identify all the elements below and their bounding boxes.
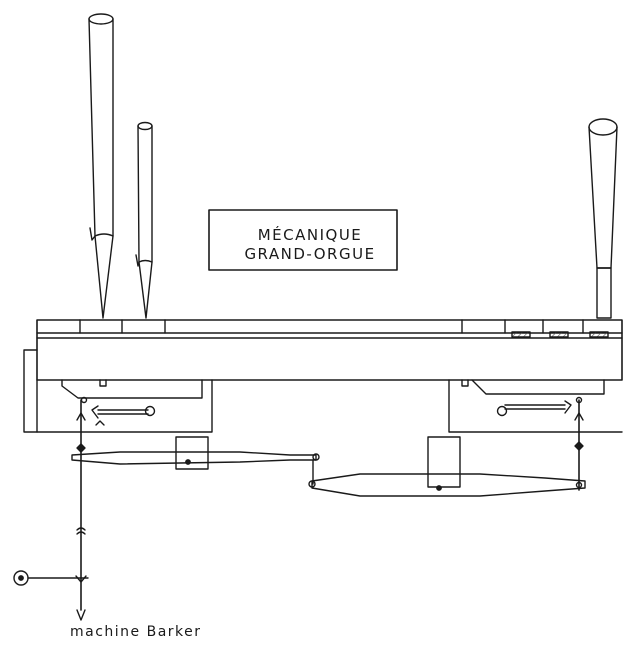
title-line-2: GRAND-ORGUE <box>244 245 375 263</box>
small-organ-pipe <box>135 121 153 319</box>
right-pallet-box <box>448 379 623 433</box>
right-lever <box>308 436 586 497</box>
title-line-1: MÉCANIQUE <box>258 225 363 244</box>
right-tracker-rod <box>574 396 584 491</box>
title-box: MÉCANIQUE GRAND-ORGUE <box>208 209 398 271</box>
caption-machine-barker: machine Barker <box>70 624 202 640</box>
left-tracker-rod <box>75 396 88 621</box>
tall-organ-pipe <box>88 13 114 319</box>
left-pallet-box <box>61 379 203 426</box>
left-lever <box>71 436 320 470</box>
barker-connector <box>13 570 89 586</box>
left-frame <box>23 349 213 433</box>
wind-chest <box>36 319 623 381</box>
right-organ-pipe <box>588 118 618 319</box>
